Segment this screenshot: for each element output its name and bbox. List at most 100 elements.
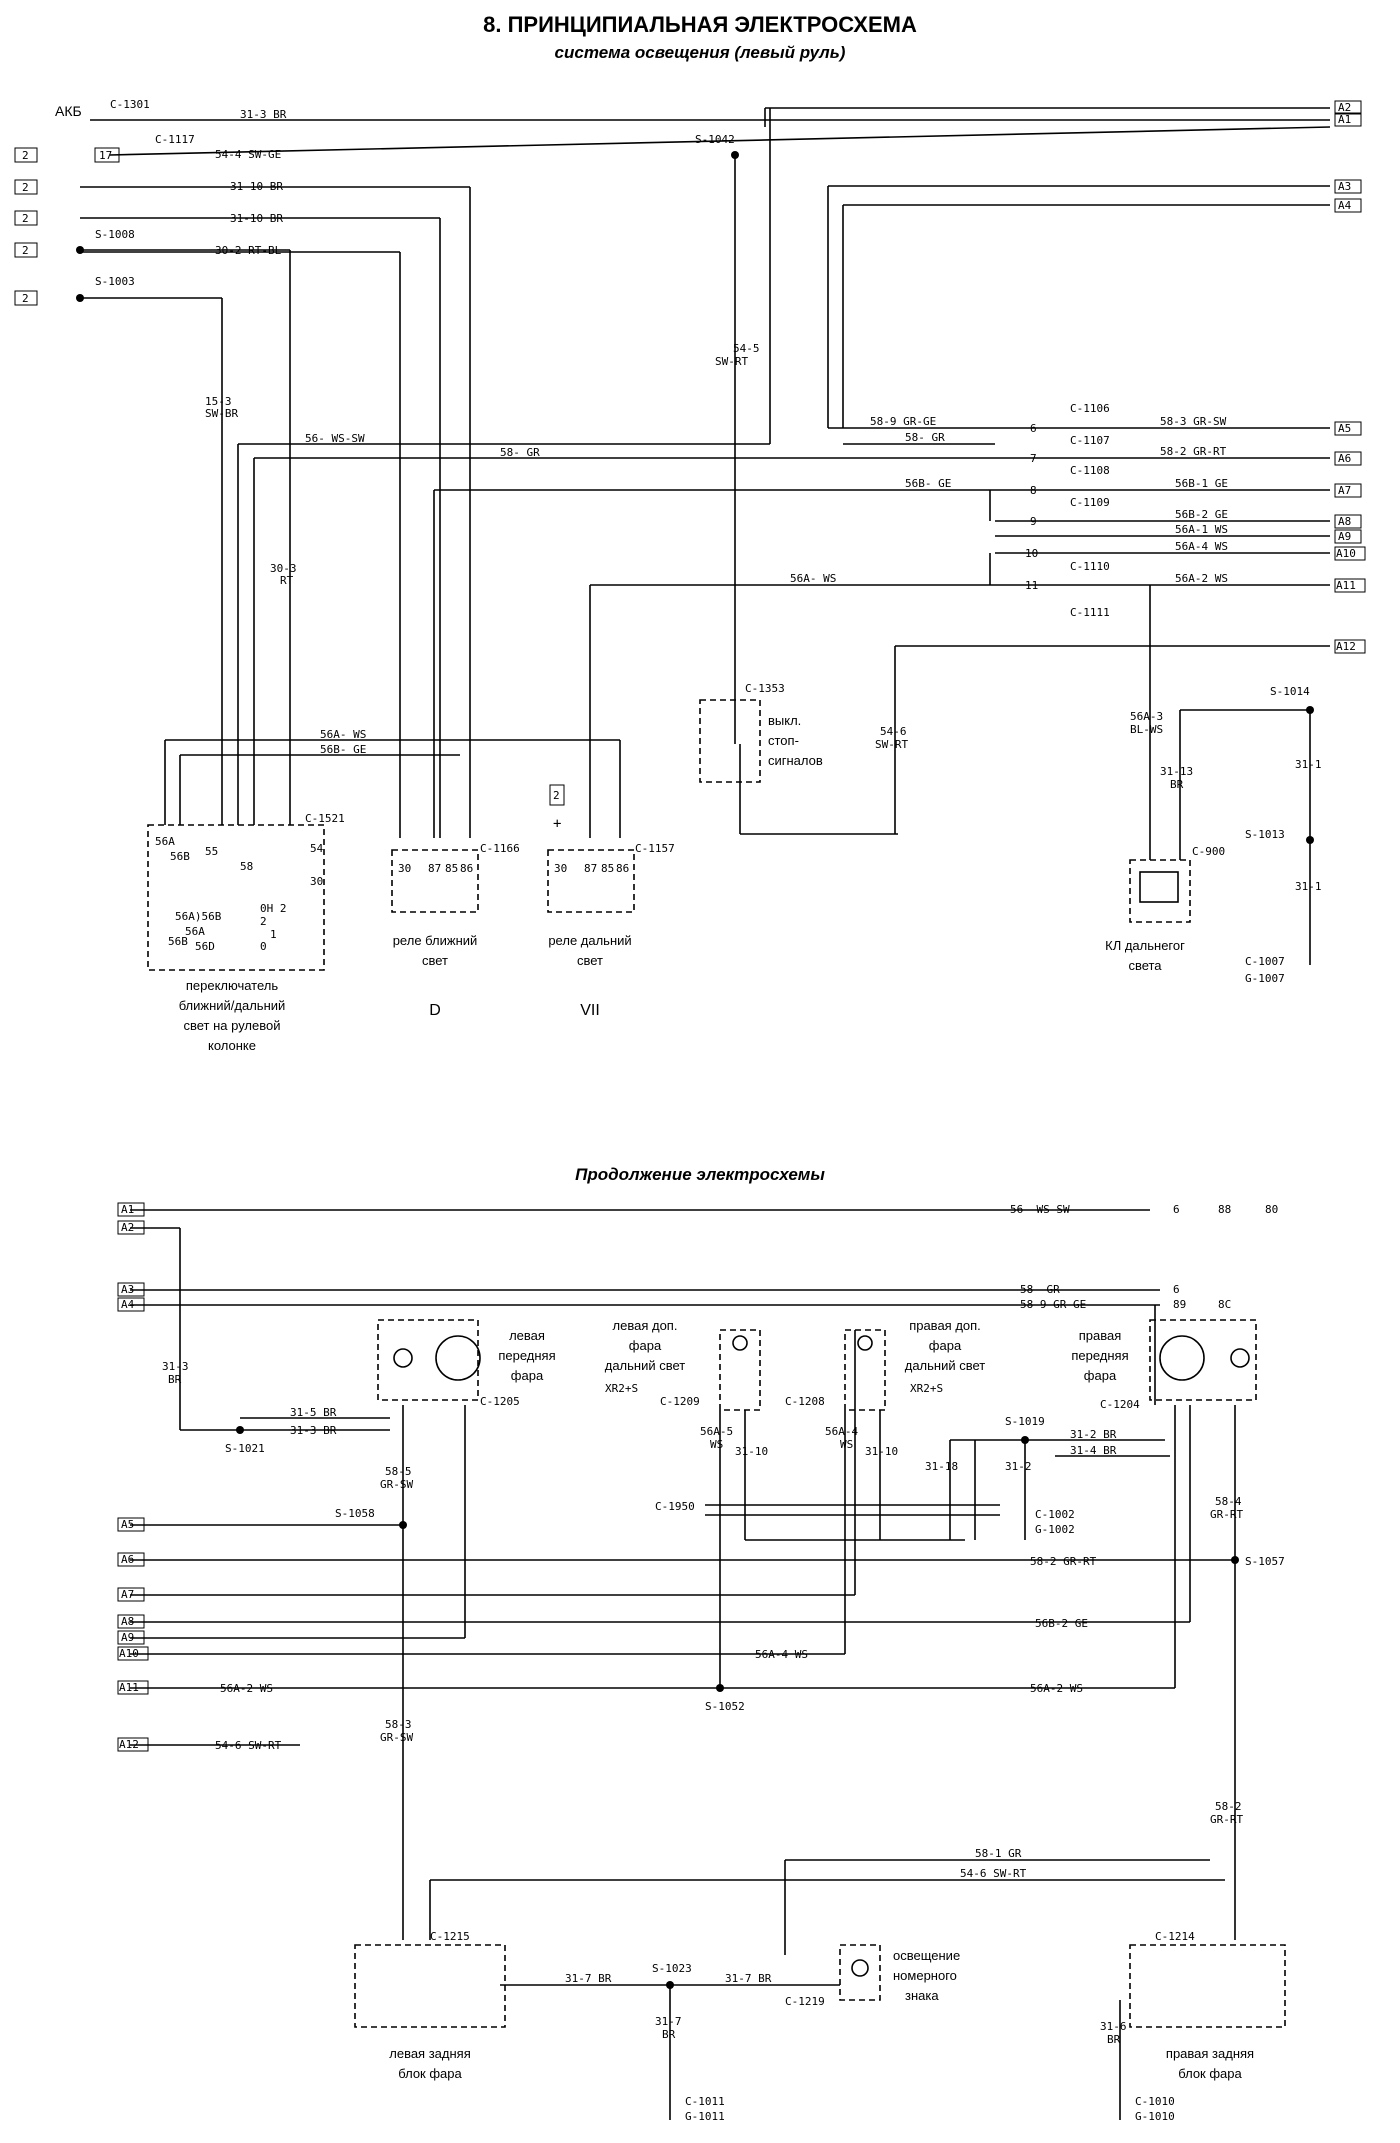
right-headlamp-label-3: фара (1084, 1368, 1117, 1383)
tag-a5: A5 (1338, 422, 1351, 435)
high-beam-indicator-box (1129, 859, 1191, 923)
sw-pin-1: 1 (270, 928, 277, 941)
bwire-31-3-br: 31-3 BR (290, 1424, 337, 1437)
pin-6: 6 (1030, 422, 1037, 435)
right-headlamp-label-1: правая (1079, 1328, 1122, 1343)
stop-switch-label-3: сигналов (768, 753, 823, 768)
bwire-gr-rt: GR-RT (1210, 1508, 1243, 1521)
top-right-tags: A1 A2 A3 A4 A5 A6 A7 A8 A9 A10 A11 A12 (1334, 100, 1366, 654)
left-aux-label-3: дальний свет (605, 1358, 686, 1373)
wire-54-4-label: 54-4 SW-GE (215, 148, 281, 161)
c1219-label: C-1219 (785, 1995, 825, 2008)
wire-56-ws-sw-label: 56- WS-SW (305, 432, 365, 445)
bref-89: 89 (1173, 1298, 1186, 1311)
high-relay-label-2: свет (577, 953, 603, 968)
bref-6-a: 6 (1173, 1203, 1180, 1216)
left-aux-label-2: фара (629, 1338, 662, 1353)
tag-a7: A7 (1338, 484, 1351, 497)
left-headlamp-label-3: фара (511, 1368, 544, 1383)
right-rear-lamp-box (1129, 1944, 1286, 2028)
bwire-ws-2: WS (840, 1438, 853, 1451)
wire-rt-label: RT (280, 574, 294, 587)
wire-sw-rt-label: SW-RT (715, 355, 748, 368)
btag-a5: A5 (121, 1518, 134, 1531)
right-aux-label-2: фара (929, 1338, 962, 1353)
s1057-label: S-1057 (1245, 1555, 1285, 1568)
bwire-31-10-a: 31-10 (735, 1445, 768, 1458)
left-rear-label-1: левая задняя (389, 2046, 471, 2061)
bwire-31-5-br: 31-5 BR (290, 1406, 337, 1419)
c1108-label: C-1108 (1070, 464, 1110, 477)
left-headlamp-label-1: левая (509, 1328, 545, 1343)
wire-31-1-label-2: 31-1 (1295, 880, 1322, 893)
low-relay-pin-87: 87 (428, 862, 441, 875)
sw-pin-30: 30 (310, 875, 323, 888)
wire-56b-2-label: 56B-2 GE (1175, 508, 1228, 521)
ref-2-e: 2 (22, 292, 29, 305)
hb-indicator-label-1: КЛ дальнегог (1105, 938, 1185, 953)
bwire-31-2: 31-2 (1005, 1460, 1032, 1473)
btag-a12: A12 (119, 1738, 139, 1751)
s1008-label: S-1008 (95, 228, 135, 241)
bwire-31-6: 31-6 (1100, 2020, 1127, 2033)
right-aux-label-3: дальний свет (905, 1358, 986, 1373)
sw-pin-56a: 56A (155, 835, 175, 848)
right-headlamp-label-2: передняя (1071, 1348, 1128, 1363)
low-beam-relay-box (391, 849, 479, 913)
bwire-58-3: 58-3 (385, 1718, 412, 1731)
low-relay-pin-85: 85 (445, 862, 458, 875)
left-headlamp-icon (435, 1335, 481, 1381)
ref-2-a: 2 (22, 149, 29, 162)
c1117-label: C-1117 (155, 133, 195, 146)
c1166-label: C-1166 (480, 842, 520, 855)
sw-pin-56d: 56D (195, 940, 215, 953)
wire-58-gr-label: 58- GR (500, 446, 540, 459)
bwire-56a-4: 56A-4 (825, 1425, 858, 1438)
c1007-label: C-1007 (1245, 955, 1285, 968)
bwire-br: BR (168, 1373, 182, 1386)
wire-56a-ws-label: 56A- WS (790, 572, 836, 585)
c1111-label: C-1111 (1070, 606, 1110, 619)
high-relay-pin-85: 85 (601, 862, 614, 875)
sw-pin-56b: 56B (170, 850, 190, 863)
bwire-gr-sw-2: GR-SW (380, 1731, 413, 1744)
s1023-label: S-1023 (652, 1962, 692, 1975)
wire-sw-br-label: SW-BR (205, 407, 238, 420)
c1205-label: C-1205 (480, 1395, 520, 1408)
sw-pin-0: 0 (260, 940, 267, 953)
bwire-31-7-br-b: 31-7 BR (725, 1972, 772, 1985)
bref-88: 88 (1218, 1203, 1231, 1216)
high-relay-pin-86: 86 (616, 862, 629, 875)
stop-switch-box (699, 699, 761, 783)
roman-vii-label: VII (580, 1002, 600, 1019)
wire-56a-1-label: 56A-1 WS (1175, 523, 1228, 536)
c1301-label: C-1301 (110, 98, 150, 111)
wire-31-3-label: 31-3 BR (240, 108, 287, 121)
btag-a9: A9 (121, 1631, 134, 1644)
right-rear-label-2: блок фара (1178, 2066, 1242, 2081)
plate-light-label-2: номерного (893, 1968, 957, 1983)
bwire-31-7: 31-7 (655, 2015, 682, 2028)
s1021-label: S-1021 (225, 1442, 265, 1455)
top-left-refs: 2 2 2 2 2 17 2 (14, 147, 565, 806)
wire-sw-rt2-label: SW-RT (875, 738, 908, 751)
pin-11: 11 (1025, 579, 1038, 592)
bwire-58-4: 58-4 (1215, 1495, 1242, 1508)
btag-a10: A10 (119, 1647, 139, 1660)
left-aux-lamp-box (719, 1329, 761, 1411)
sw-pin-0h2: 0H 2 (260, 902, 287, 915)
c1214-label: C-1214 (1155, 1930, 1195, 1943)
left-aux-bulb-icon (732, 1335, 748, 1351)
g1007-label: G-1007 (1245, 972, 1285, 985)
high-relay-label-1: реле дальний (548, 933, 631, 948)
wire-56a-4-label: 56A-4 WS (1175, 540, 1228, 553)
sw-pin-56a-2: 56A (185, 925, 205, 938)
stop-switch-label-1: выкл. (768, 713, 801, 728)
stop-switch-label-2: стоп- (768, 733, 799, 748)
s1058-label: S-1058 (335, 1507, 375, 1520)
bwire-58-2-gr-rt: 58-2 GR-RT (1030, 1555, 1097, 1568)
c1011-label: C-1011 (685, 2095, 725, 2108)
s1013-label: S-1013 (1245, 828, 1285, 841)
wire-56b-ge-label: 56B- GE (905, 477, 951, 490)
